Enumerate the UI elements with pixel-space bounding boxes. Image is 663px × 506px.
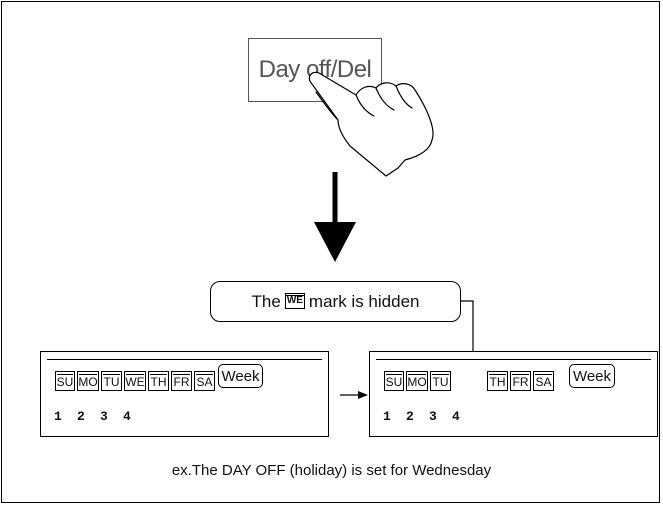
day-mark-tu: TU [101,371,122,391]
we-mark-icon: WE [284,292,305,309]
day-mark-fr: FR [510,371,531,391]
program-number-1: 1 [383,409,391,424]
callout-suffix: mark is hidden [308,291,420,311]
right-arrow-icon [340,391,368,399]
display-panel-before: SU MO TU WE TH FR SA Week 1 2 3 4 [40,351,329,437]
program-number-2: 2 [406,409,414,424]
program-number-1: 1 [54,409,62,424]
program-number-2: 2 [77,409,85,424]
day-mark-mo: MO [77,371,99,391]
week-mark: Week [569,364,615,388]
day-mark-we: WE [124,371,146,391]
day-mark-tu: TU [430,371,451,391]
caption: ex.The DAY OFF (holiday) is set for Wedn… [171,462,492,479]
down-arrow-icon [314,172,356,262]
program-number-3: 3 [100,409,108,424]
day-mark-su: SU [55,371,75,391]
callout-prefix: The [251,291,281,311]
day-mark-th: TH [148,371,169,391]
callout-connector-line [461,300,474,362]
callout-box: The WE mark is hidden [210,281,461,322]
week-mark: Week [218,364,263,388]
display-panel-after: SU MO TU TH FR SA Week 1 2 3 4 [369,351,658,437]
day-mark-sa: SA [533,371,554,391]
panel-divider [376,359,651,360]
program-number-4: 4 [123,409,131,424]
day-mark-sa: SA [194,371,215,391]
day-mark-fr: FR [171,371,192,391]
panel-divider [47,359,322,360]
day-mark-mo: MO [406,371,428,391]
program-number-4: 4 [452,409,460,424]
day-mark-th: TH [487,371,508,391]
pointing-hand-icon [308,71,434,177]
day-mark-su: SU [384,371,404,391]
program-number-3: 3 [429,409,437,424]
